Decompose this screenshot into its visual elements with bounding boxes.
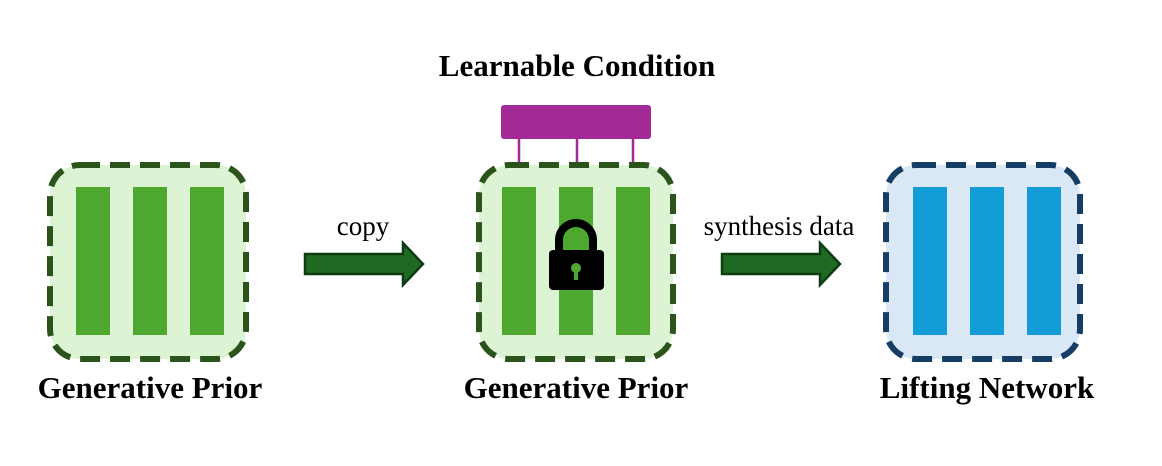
layer-bar xyxy=(502,187,536,335)
learnable-condition-title: Learnable Condition xyxy=(439,48,715,83)
synthesis-arrow-label: synthesis data xyxy=(704,211,855,241)
lifting-network-label: Lifting Network xyxy=(880,370,1095,405)
layer-bar xyxy=(1027,187,1061,335)
generative-prior-block-center xyxy=(476,162,676,362)
generative-prior-block-left xyxy=(47,162,249,362)
learnable-condition-bar xyxy=(501,105,651,139)
layer-bar xyxy=(76,187,110,335)
copy-arrow xyxy=(303,239,425,289)
layer-bar xyxy=(133,187,167,335)
padlock-icon xyxy=(549,219,604,290)
synthesis-arrow xyxy=(720,239,842,289)
copy-arrow-label: copy xyxy=(337,211,390,241)
lifting-network-block xyxy=(883,162,1083,362)
layer-bar xyxy=(190,187,224,335)
layer-bar xyxy=(616,187,650,335)
layer-bar xyxy=(913,187,947,335)
generative-prior-label-center: Generative Prior xyxy=(464,370,689,405)
layer-bar xyxy=(970,187,1004,335)
generative-prior-label-left: Generative Prior xyxy=(38,370,263,405)
